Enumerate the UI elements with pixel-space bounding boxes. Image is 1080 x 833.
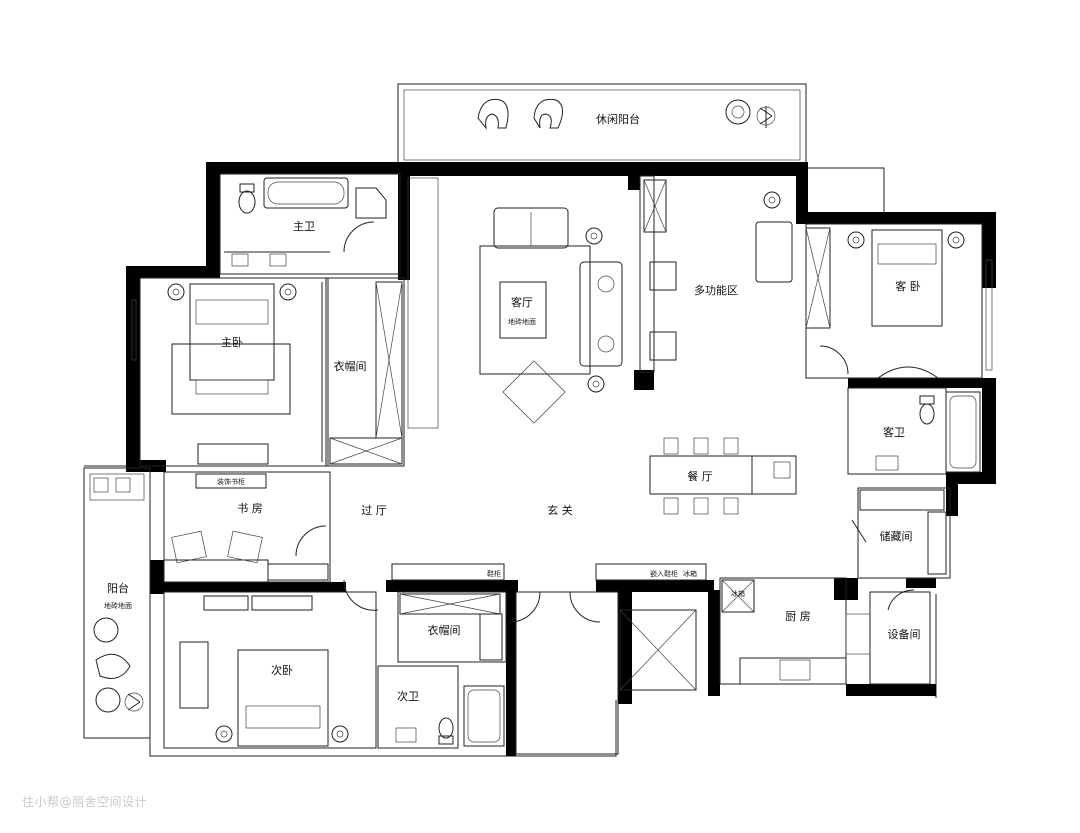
balcony-chair: [477, 98, 509, 130]
toilet-icon: [919, 395, 935, 425]
second-closet: 衣帽间: [397, 591, 507, 663]
room-label-fridge: 冰箱: [683, 569, 697, 578]
balcony-chair: [533, 98, 563, 129]
room-label-leisure-balcony: 休闲阳台: [596, 112, 640, 126]
room-label-kitchen: 厨 房: [785, 610, 811, 623]
guest-bathroom: 客卫: [847, 387, 981, 475]
lamp-icon: [167, 283, 185, 301]
room-label-shoe-cabinet: 鞋柜: [487, 569, 501, 578]
entrance-area: [509, 591, 697, 755]
living-room: 客厅 地砖地面: [407, 177, 623, 429]
room-label-study: 书 房: [237, 502, 263, 515]
plant-icon: [95, 687, 144, 713]
multifunction-area: 多功能区: [639, 175, 793, 373]
room-label-living: 客厅: [511, 295, 533, 309]
sofa: [579, 261, 623, 367]
master-bedroom: 主卧: [131, 277, 329, 467]
room-label-storage: 储藏间: [880, 529, 913, 543]
room-label-corridor: 过 厅: [361, 504, 387, 517]
toilet-icon: [438, 717, 454, 745]
room-label-second-bath: 次卫: [397, 689, 419, 703]
bed: [189, 283, 275, 395]
lamp-icon: [763, 191, 781, 209]
room-label-equipment: 设备间: [888, 627, 921, 641]
lamp-icon: [585, 227, 603, 245]
toilet-icon: [238, 183, 256, 214]
equipment-room: 设备间: [869, 589, 931, 685]
shoe-cabinets: 鞋柜 嵌入鞋柜 冰箱: [343, 563, 707, 611]
room-label-foyer: 玄 关: [547, 503, 573, 517]
walls: [126, 162, 996, 756]
room-label-master-closet: 衣帽间: [334, 359, 367, 373]
bed: [237, 649, 329, 747]
side-balcony: 阳台 地砖地面: [83, 467, 151, 739]
room-label-fridge-2: 冰箱: [731, 589, 745, 598]
second-bedroom: 次卧: [163, 591, 377, 749]
second-bathroom: 次卫: [377, 665, 505, 749]
storage-room: 储藏间: [851, 487, 951, 579]
leisure-balcony: 休闲阳台: [397, 83, 807, 165]
plant-icon: [725, 99, 776, 128]
lamp-icon: [847, 231, 865, 249]
guest-bedroom: 客 卧: [805, 223, 993, 379]
room-label-second-bedroom: 次卧: [271, 663, 293, 677]
room-label-second-closet: 衣帽间: [428, 623, 461, 637]
lamp-icon: [215, 725, 233, 743]
master-closet: 衣帽间: [321, 277, 405, 467]
room-label-master-bedroom: 主卧: [221, 336, 243, 349]
room-label-dining: 餐 厅: [687, 469, 713, 483]
master-bathroom: 主卫: [219, 173, 401, 275]
watermark: 住小帮@丽舍空间设计: [22, 795, 148, 809]
lamp-icon: [279, 283, 297, 301]
room-label-multifunction: 多功能区: [694, 283, 738, 297]
room-label-master-bath: 主卫: [293, 220, 315, 233]
room-label-guest-bedroom: 客 卧: [895, 279, 921, 293]
room-label-study-cabinet: 装饰书柜: [217, 477, 245, 486]
room-label-balcony-floor: 地砖地面: [104, 601, 132, 610]
sofa: [493, 207, 569, 249]
room-label-living-rug: 地砖地面: [508, 317, 536, 326]
room-label-guest-bath: 客卫: [883, 425, 905, 439]
lamp-icon: [587, 375, 605, 393]
lamp-icon: [331, 725, 349, 743]
dining-room: 餐 厅: [649, 437, 797, 515]
study: 装饰书柜 书 房: [163, 471, 331, 583]
bed: [871, 229, 943, 327]
kitchen: 冰箱 厨 房: [719, 577, 871, 685]
room-label-embedded-shoe: 嵌入鞋柜: [650, 569, 678, 578]
room-label-balcony: 阳台: [107, 581, 129, 595]
lamp-icon: [947, 231, 965, 249]
